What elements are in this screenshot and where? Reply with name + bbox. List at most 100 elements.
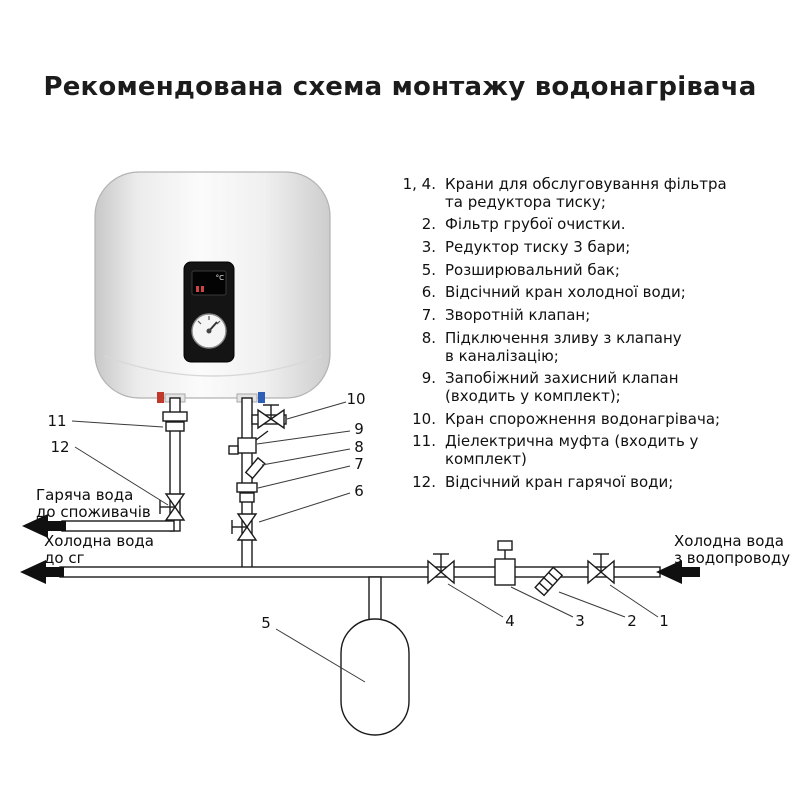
flow-arrows [20,514,700,584]
display-segment [201,286,204,292]
leader-1 [609,584,659,618]
temperature-dial [191,313,227,349]
cold-mark [258,392,265,403]
legend-item-text: Підключення зливу з клапану в каналізаці… [445,328,682,365]
legend-item-text: Крани для обслуговування фільтра та реду… [445,175,727,211]
cold-water-in-label-line2: з водопроводу [674,549,791,567]
cold-water-in-arrow [656,560,700,584]
callout-11: 11 [47,412,66,430]
hot-water-out-arrow [22,514,66,538]
legend-item: 8. Підключення зливу з клапану в каналіз… [390,328,770,365]
callout-10: 10 [346,390,365,408]
temperature-display [191,270,227,296]
hot-mark [157,392,164,403]
legend-item: 9. Запобіжний захисний клапан (входить у… [390,369,770,405]
cold-water-out-label: Холодна вода до сг [44,533,154,567]
legend-item: 11. Діелектрична муфта (входить у компле… [390,432,770,468]
legend-item-number: 11. [412,432,436,451]
legend-item: 3. Редуктор тиску 3 бари; [390,238,770,257]
leader-6 [258,492,351,523]
sewer-drain-outlet-8 [244,456,266,480]
hot-water-outlet-pipe [61,520,175,532]
legend-item-number: 7. [421,306,436,325]
legend-item: 10. Кран спорожнення водонагрівача; [390,409,770,429]
safety-valve-9 [228,430,269,455]
legend-item-number: 2. [421,215,436,234]
legend-item-text: Розширювальний бак; [445,260,620,279]
legend-item: 5. Розширювальний бак; [390,260,770,280]
callout-1: 1 [659,612,669,630]
hot-water-riser-pipe [169,397,181,532]
drain-valve-10 [257,404,285,430]
coarse-filter-2 [534,566,564,597]
leader-lines [71,401,659,683]
display-unit-label: °C [216,274,225,282]
legend-item-text: Фільтр грубої очистки. [445,215,626,234]
leader-3 [510,586,574,618]
legend-item-number: 9. [421,369,436,388]
callout-3: 3 [575,612,585,630]
cold-water-in-label-line1: Холодна вода [674,532,784,550]
legend-item-number: 10. [412,409,436,428]
expansion-tank-neck [368,576,382,622]
cold-water-out-arrow [20,560,64,584]
expansion-tank-5 [340,618,410,736]
cold-water-out-label-line2: до сг [44,549,85,567]
callout-8: 8 [354,438,364,456]
legend-item-text: Діелектрична муфта (входить у комплект) [445,432,699,468]
legend-item-number: 12. [412,472,436,491]
callout-9: 9 [354,420,364,438]
callout-7: 7 [354,455,364,473]
hot-water-out-label-line2: до споживачів [36,503,151,521]
display-segment [196,286,199,292]
legend-item-number: 8. [421,328,436,347]
legend-item-number: 5. [421,260,436,279]
callout-5: 5 [261,614,271,632]
control-panel: °C [183,261,235,363]
page-title: Рекомендована схема монтажу водонагрівач… [43,72,757,102]
callout-12: 12 [50,438,69,456]
cold-water-in-label: Холодна вода з водопроводу [674,533,790,567]
cold-shutoff-valve-6 [231,513,258,541]
water-heater: °C [94,171,331,403]
leader-8 [261,448,351,466]
legend-item-number: 6. [421,283,436,302]
legend-item-text: Редуктор тиску 3 бари; [445,238,631,257]
heater-bottom-seam [103,355,323,377]
legend-item-number: 1, 4. [402,175,436,193]
legend-item-text: Зворотній клапан; [445,306,591,325]
legend-item-text: Відсічний кран холодної води; [445,283,686,302]
legend-item: 7. Зворотній клапан; [390,306,770,325]
hot-water-out-label: Гаряча вода до споживачів [36,487,151,521]
callout-4: 4 [505,612,515,630]
leader-12 [74,446,169,506]
leader-4 [447,583,504,618]
leader-7 [257,465,351,489]
leader-5 [275,628,366,683]
legend-item-number: 3. [421,238,436,257]
legend-item: 2. Фільтр грубої очистки. [390,216,770,234]
callout-6: 6 [354,482,364,500]
legend-item-text: Кран спорожнення водонагрівача; [445,409,721,428]
check-valve-7 [236,482,258,503]
leader-2 [558,591,626,618]
service-valve-4 [427,553,455,585]
dielectric-coupling-11 [162,411,188,432]
legend-item: 12. Відсічний кран гарячої води; [390,472,770,492]
legend-item-text: Запобіжний захисний клапан (входить у ко… [445,369,679,405]
service-valve-1 [587,553,615,585]
legend: 1, 4. Крани для обслуговування фільтра т… [390,175,770,496]
legend-item: 6. Відсічний кран холодної води; [390,284,770,302]
leader-11 [71,420,164,428]
cold-water-out-label-line1: Холодна вода [44,532,154,550]
cold-water-main-pipe [59,566,661,578]
pressure-reducer-3 [494,540,516,586]
hot-water-out-label-line1: Гаряча вода [36,486,134,504]
legend-item-text: Відсічний кран гарячої води; [445,472,674,491]
leader-9 [256,430,351,445]
leader-10 [286,401,347,420]
hot-shutoff-valve-12 [159,493,186,521]
callout-numbers: 11 12 10 9 8 7 6 5 4 3 2 1 [47,390,668,632]
